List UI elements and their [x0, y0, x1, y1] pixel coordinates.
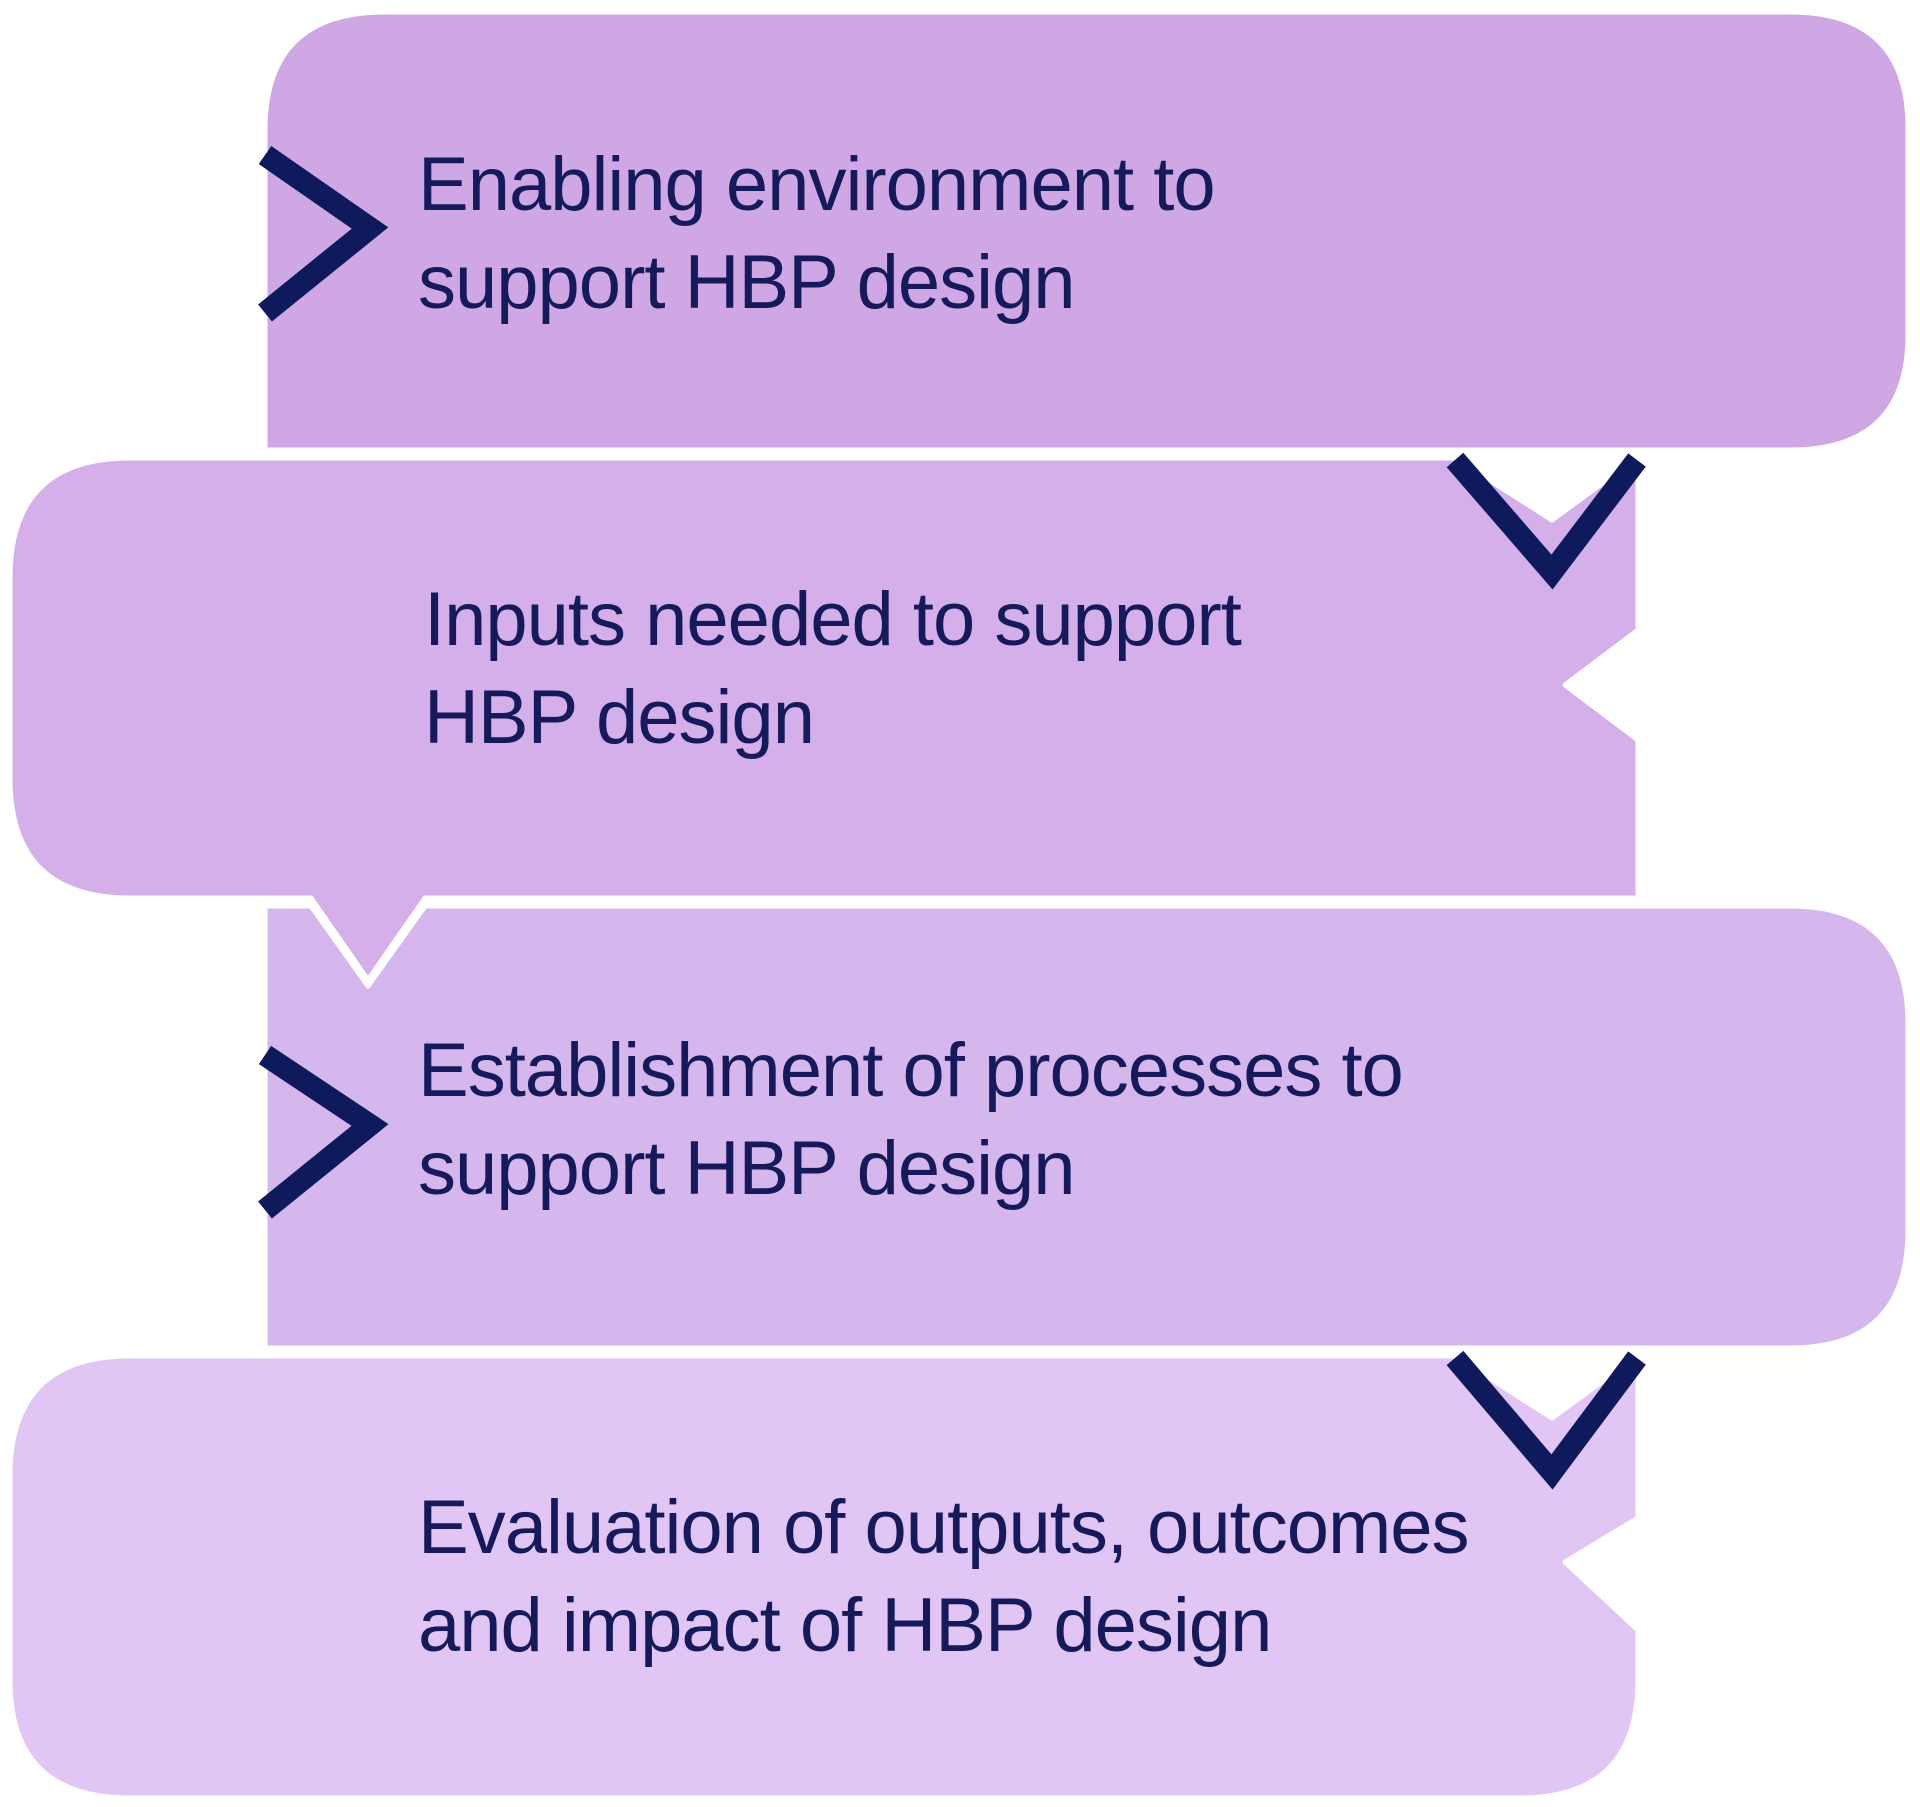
step-2-box — [7, 455, 1641, 983]
step-1-line-2: support HBP design — [418, 240, 1075, 325]
step-3-label: Establishment of processes to support HB… — [418, 1028, 1423, 1211]
step-2-line-2: HBP design — [424, 675, 814, 760]
step-2-chevron-icon — [1446, 452, 1646, 590]
step-4: Evaluation of outputs, outcomes and impa… — [7, 1350, 1646, 1801]
step-4-box — [7, 1353, 1641, 1801]
step-1-box — [262, 9, 1911, 453]
step-2-label: Inputs needed to support HBP design — [424, 577, 1261, 760]
step-2: Inputs needed to support HBP design — [7, 452, 1646, 983]
step-3: Establishment of processes to support HB… — [258, 903, 1911, 1351]
step-2-line-1: Inputs needed to support — [424, 577, 1242, 662]
step-1-line-1: Enabling environment to — [418, 142, 1215, 227]
step-3-chevron-icon — [258, 1045, 389, 1219]
step-1-label: Enabling environment to support HBP desi… — [418, 142, 1235, 325]
step-4-chevron-icon — [1446, 1350, 1646, 1490]
step-3-line-1: Establishment of processes to — [418, 1028, 1403, 1113]
step-3-box — [262, 903, 1911, 1351]
step-1-chevron-icon — [258, 145, 389, 322]
step-4-line-2: and impact of HBP design — [418, 1583, 1271, 1668]
step-1: Enabling environment to support HBP desi… — [258, 9, 1911, 453]
step-4-line-1: Evaluation of outputs, outcomes — [418, 1485, 1469, 1570]
step-4-label: Evaluation of outputs, outcomes and impa… — [418, 1485, 1489, 1668]
step-3-line-2: support HBP design — [418, 1126, 1075, 1211]
